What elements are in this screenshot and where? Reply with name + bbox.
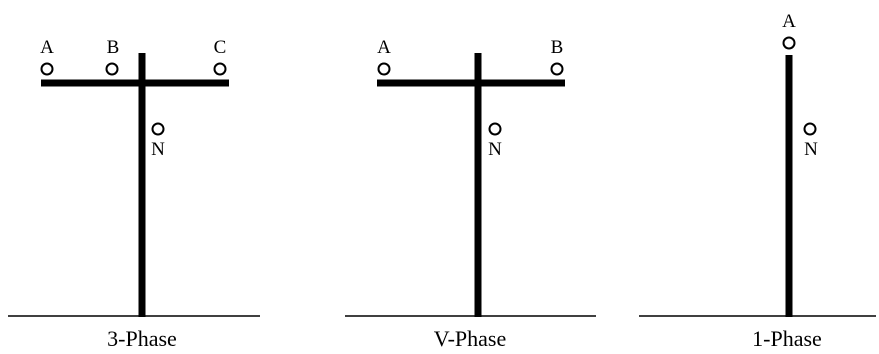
conductor-c-label: C — [214, 37, 227, 58]
conductor-c-insulator — [213, 62, 227, 76]
neutral-label: N — [804, 139, 818, 160]
single-phase-configuration: A N 1-Phase — [639, 11, 876, 351]
conductor-b-insulator — [105, 62, 119, 76]
conductor-a-insulator — [782, 36, 796, 50]
v-phase-configuration: A B N V-Phase — [345, 37, 596, 351]
conductor-b-label: B — [107, 37, 120, 58]
conductor-a-label: A — [782, 11, 796, 32]
conductor-a-insulator — [40, 62, 54, 76]
caption-v-phase: V-Phase — [434, 326, 507, 351]
neutral-label: N — [488, 139, 502, 160]
neutral-insulator — [803, 122, 817, 136]
neutral-label: N — [151, 139, 165, 160]
neutral-insulator — [151, 122, 165, 136]
conductor-b-insulator — [550, 62, 564, 76]
neutral-insulator — [488, 122, 502, 136]
three-phase-configuration: A B C N 3-Phase — [8, 37, 260, 351]
conductor-a-label: A — [40, 37, 54, 58]
conductor-a-label: A — [377, 37, 391, 58]
caption-3-phase: 3-Phase — [107, 326, 177, 351]
conductor-b-label: B — [551, 37, 564, 58]
conductor-a-insulator — [377, 62, 391, 76]
caption-1-phase: 1-Phase — [752, 326, 822, 351]
